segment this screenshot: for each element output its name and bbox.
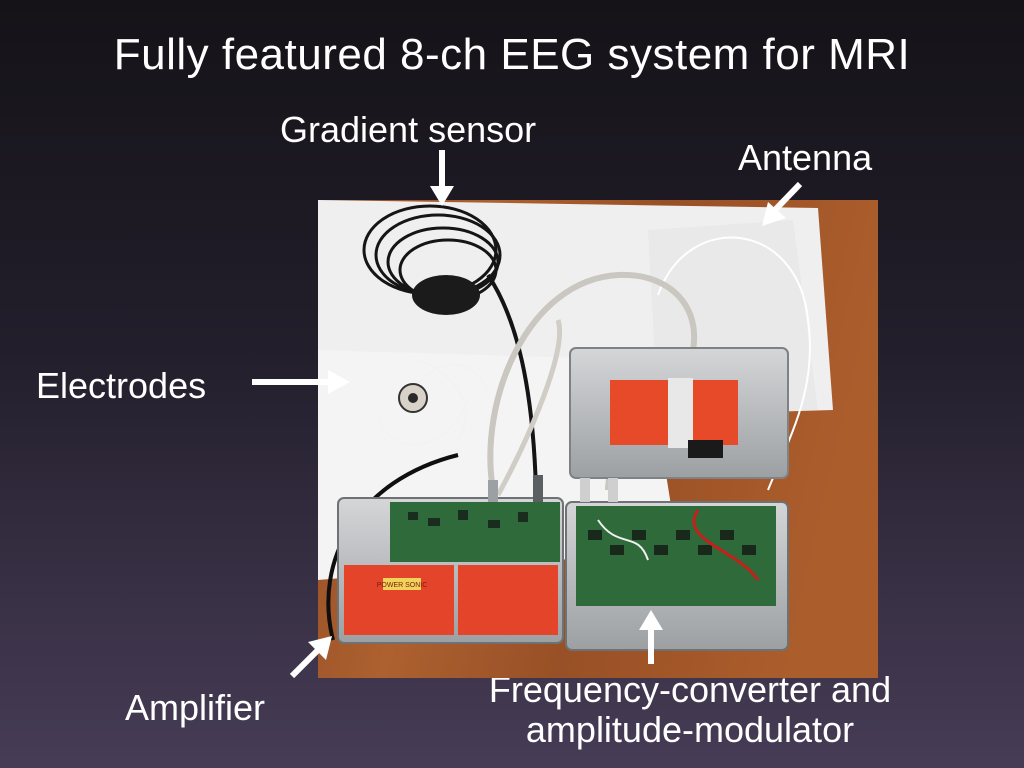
converter-red-wires (692, 509, 760, 581)
eeg-system-photo: POWER SONIC (318, 200, 878, 678)
slide-title: Fully featured 8-ch EEG system for MRI (113, 30, 911, 79)
label-amplifier: Amplifier (125, 687, 266, 728)
connector-block (688, 440, 723, 458)
arrow-gradient-sensor (430, 150, 454, 206)
amplifier-battery-left (344, 565, 454, 635)
battery-tape (668, 378, 693, 448)
antenna-wire (657, 236, 811, 491)
battery-sticker (383, 578, 421, 590)
sensor-cable (486, 273, 538, 491)
label-frequency-converter: Frequency-converter and amplitude-modula… (430, 670, 950, 750)
label-electrodes: Electrodes (36, 365, 207, 406)
converter-pcb (576, 506, 776, 606)
grey-cable-2 (495, 319, 562, 497)
connector-post-3 (580, 478, 590, 502)
converter-components (588, 530, 756, 555)
converter-white-wires (597, 519, 649, 561)
amplifier-components (408, 510, 528, 528)
connector-post-4 (608, 478, 618, 502)
connector-post-1 (488, 480, 498, 502)
label-frequency-converter-line2: amplitude-modulator (525, 709, 855, 750)
connector-post-2 (533, 475, 543, 502)
amplifier-battery-right (458, 565, 558, 635)
amplifier-pcb (390, 502, 560, 562)
label-gradient-sensor: Gradient sensor (280, 109, 537, 150)
battery-brand-text: POWER SONIC (377, 582, 428, 589)
gradient-sensor-core (412, 275, 480, 315)
electrode-center (408, 393, 418, 403)
label-antenna: Antenna (738, 137, 873, 178)
